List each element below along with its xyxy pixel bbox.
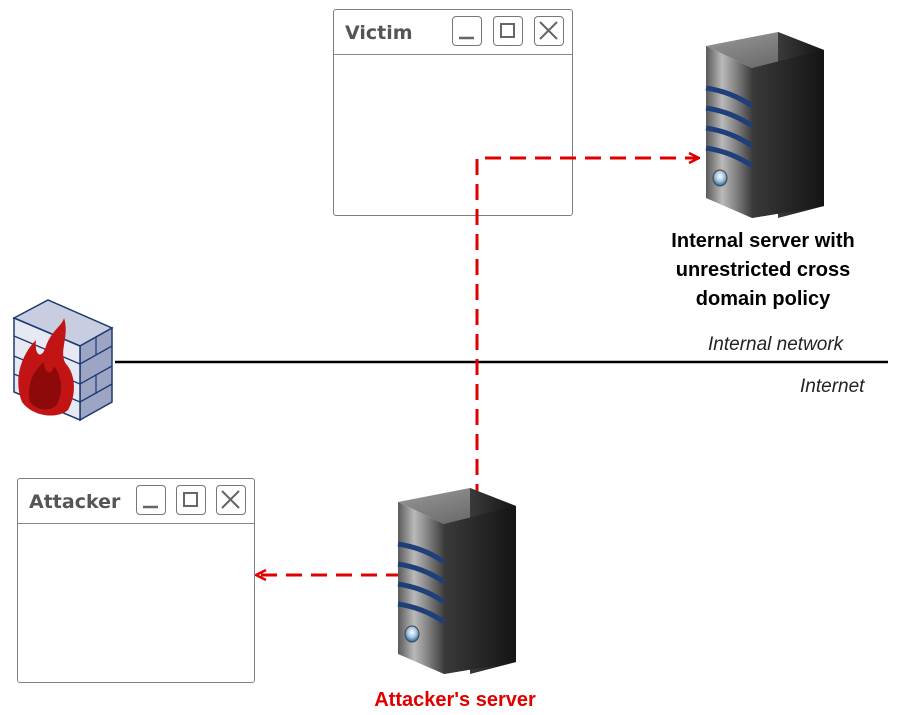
internet-label: Internet [800,376,865,397]
internal-server-label-line-3: domain policy [695,288,831,310]
firewall-icon [12,299,114,422]
attacker-server-icon [398,488,516,674]
close-icon[interactable] [534,16,564,46]
attacker-server-label: Attacker's server [374,689,536,711]
close-icon[interactable] [216,485,246,515]
attack-path-to-internal-server [475,158,698,575]
internal-network-label: Internal network [708,334,844,355]
minimize-icon[interactable] [136,485,166,515]
victim-window-titlebar: Victim [334,10,572,55]
maximize-icon[interactable] [176,485,206,515]
victim-window: Victim [333,9,573,216]
attacker-window-titlebar: Attacker [18,479,254,524]
internal-server-icon [706,32,824,218]
maximize-icon[interactable] [493,16,523,46]
internal-server-label-line-1: Internal server with [671,230,855,252]
minimize-icon[interactable] [452,16,482,46]
attacker-window-title: Attacker [29,491,121,513]
internal-server-label-line-2: unrestricted cross [675,259,851,281]
victim-window-title: Victim [345,22,413,44]
attacker-window: Attacker [17,478,255,683]
internal-server-label: Internal server with unrestricted cross … [628,227,898,314]
